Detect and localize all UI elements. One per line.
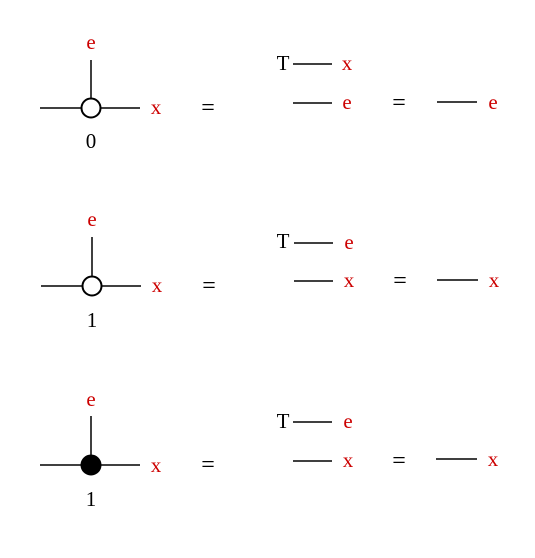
row-1-middle-top-prefix: T [277, 51, 290, 75]
row-2-top-label: e [87, 207, 96, 231]
row-2-result-label: x [489, 268, 500, 292]
row-2-middle-top-label: e [344, 230, 353, 254]
row-1-equals-2: = [392, 90, 406, 116]
equation-row-1: e x 0 = T x e = e [40, 30, 498, 153]
row-3-equals-2: = [392, 448, 406, 474]
row-2-middle-bottom-label: x [344, 268, 355, 292]
row-2-node [81, 275, 103, 297]
row-2-middle-top-prefix: T [277, 229, 290, 253]
row-3-middle-top-prefix: T [277, 409, 290, 433]
row-1-node [80, 97, 102, 119]
row-3-result-label: x [488, 447, 499, 471]
row-3-right-label: x [151, 453, 162, 477]
row-2-equals-2: = [393, 268, 407, 294]
row-1-equals-1: = [201, 95, 215, 121]
row-1-middle-top-label: x [342, 51, 353, 75]
row-1-middle-bottom-label: e [342, 90, 351, 114]
row-1-node-label: 0 [86, 129, 97, 153]
row-3-equals-1: = [201, 452, 215, 478]
row-3-middle-top-label: e [343, 409, 352, 433]
row-3-node-label: 1 [86, 487, 97, 511]
row-1-top-label: e [86, 30, 95, 54]
row-1-result-label: e [488, 90, 497, 114]
row-3-middle-bottom-label: x [343, 448, 354, 472]
row-3-node [80, 454, 102, 476]
row-3-top-label: e [86, 387, 95, 411]
row-2-equals-1: = [202, 273, 216, 299]
equation-row-3: e x 1 = T e x = x [40, 387, 499, 511]
row-2-right-label: x [152, 273, 163, 297]
row-2-node-label: 1 [87, 308, 98, 332]
equation-row-2: e x 1 = T e x = x [41, 207, 500, 332]
row-1-right-label: x [151, 95, 162, 119]
